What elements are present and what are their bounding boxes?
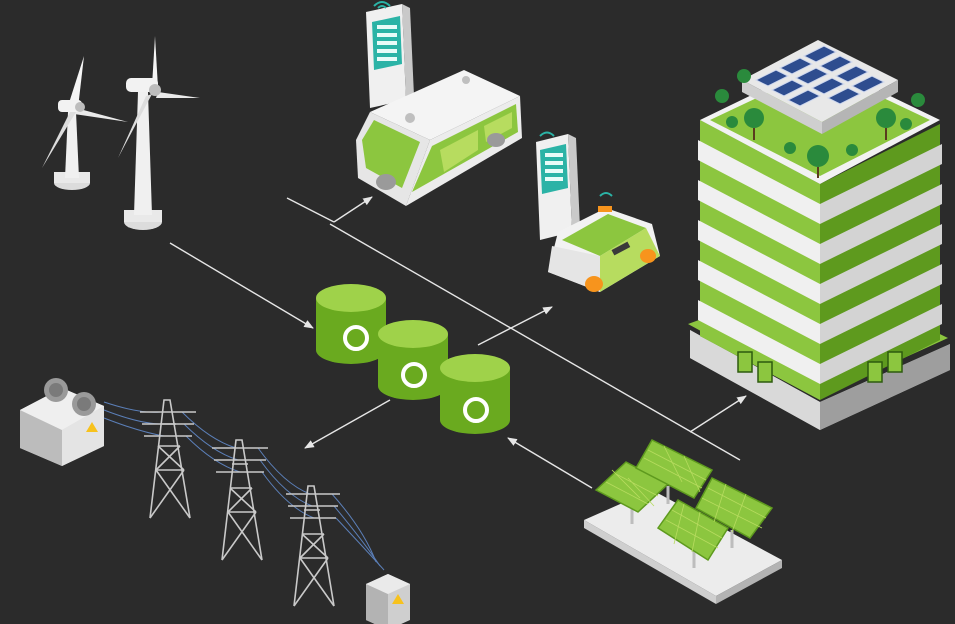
electric-car-icon <box>548 192 660 292</box>
transformer-box <box>366 574 410 624</box>
arrow-solar-to-storage <box>507 437 593 489</box>
wind-turbine-tall <box>118 36 200 230</box>
line-bus-to-solar <box>329 223 741 461</box>
green-building-icon <box>688 40 950 430</box>
solar-panel-4 <box>694 477 774 539</box>
energy-flow-arrows <box>169 196 747 489</box>
arrow-wind-to-storage <box>169 242 314 329</box>
power-grid-icon <box>20 378 410 624</box>
transmission-tower-3 <box>286 485 340 607</box>
solar-panel-3 <box>656 499 730 562</box>
arrow-solar-to-building <box>689 395 747 433</box>
battery-storage-icon <box>316 284 510 434</box>
transmission-tower-2 <box>212 439 268 561</box>
arrow-to-bus <box>333 196 373 223</box>
rooftop-trees <box>715 69 925 178</box>
wind-turbine-icon <box>42 36 200 230</box>
substation <box>20 378 104 466</box>
charging-station-small <box>536 131 580 240</box>
arrow-storage-to-grid <box>304 399 391 449</box>
storage-tank-1 <box>316 284 386 364</box>
transmission-lines <box>103 401 385 571</box>
building-floors <box>698 120 942 400</box>
storage-tank-2 <box>378 320 448 400</box>
transmission-tower-1 <box>140 399 196 519</box>
autonomous-bus-icon <box>356 70 522 206</box>
wind-turbine-small <box>42 56 128 190</box>
line-bus-connector <box>286 197 335 223</box>
solar-panel-icon <box>584 439 782 604</box>
charging-station-icon <box>366 1 414 108</box>
arrow-storage-to-car <box>477 306 553 346</box>
storage-tank-3 <box>440 354 510 434</box>
